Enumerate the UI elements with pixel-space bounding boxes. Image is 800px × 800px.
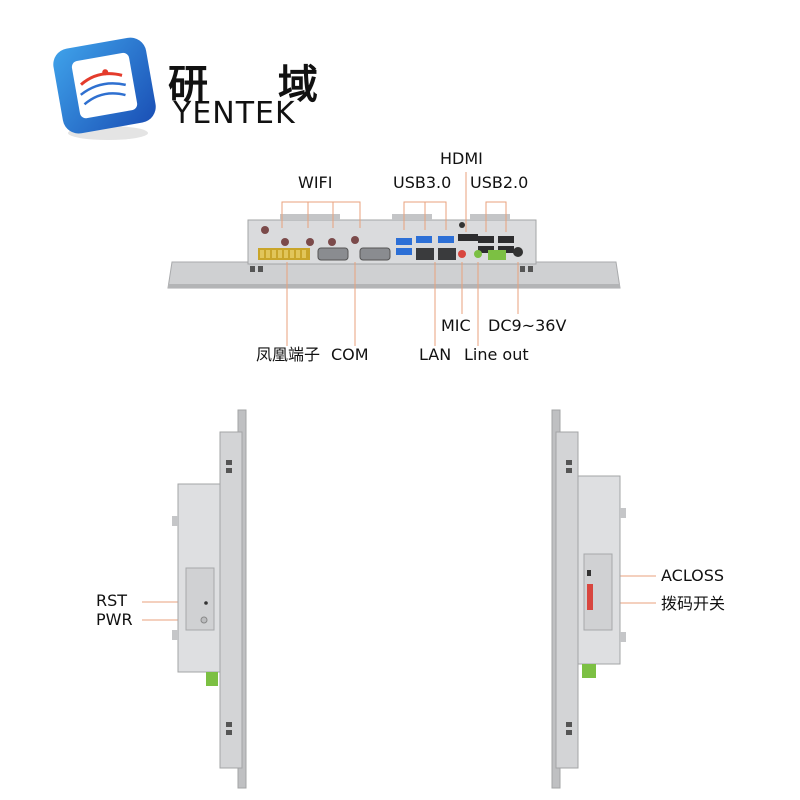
label-pwr: PWR — [96, 610, 133, 629]
label-com: COM — [331, 345, 369, 364]
label-mic: MIC — [441, 316, 471, 335]
label-usb30: USB3.0 — [393, 173, 452, 192]
label-rst: RST — [96, 591, 128, 610]
label-phoenix-terminal: 凤凰端子 — [256, 345, 321, 364]
brand-name-cn: 研 域 — [168, 61, 346, 108]
label-hdmi: HDMI — [440, 149, 483, 168]
label-wifi: WIFI — [298, 173, 333, 192]
label-lan: LAN — [419, 345, 452, 364]
label-dip-switch: 拨码开关 — [661, 594, 726, 613]
label-line-out: Line out — [464, 345, 529, 364]
label-dc-input: DC9~36V — [488, 316, 567, 335]
brand-name-en: YENTEK — [173, 96, 296, 131]
yentek-logo-icon — [53, 37, 156, 140]
label-acloss: ACLOSS — [661, 566, 725, 585]
label-usb20: USB2.0 — [470, 173, 529, 192]
